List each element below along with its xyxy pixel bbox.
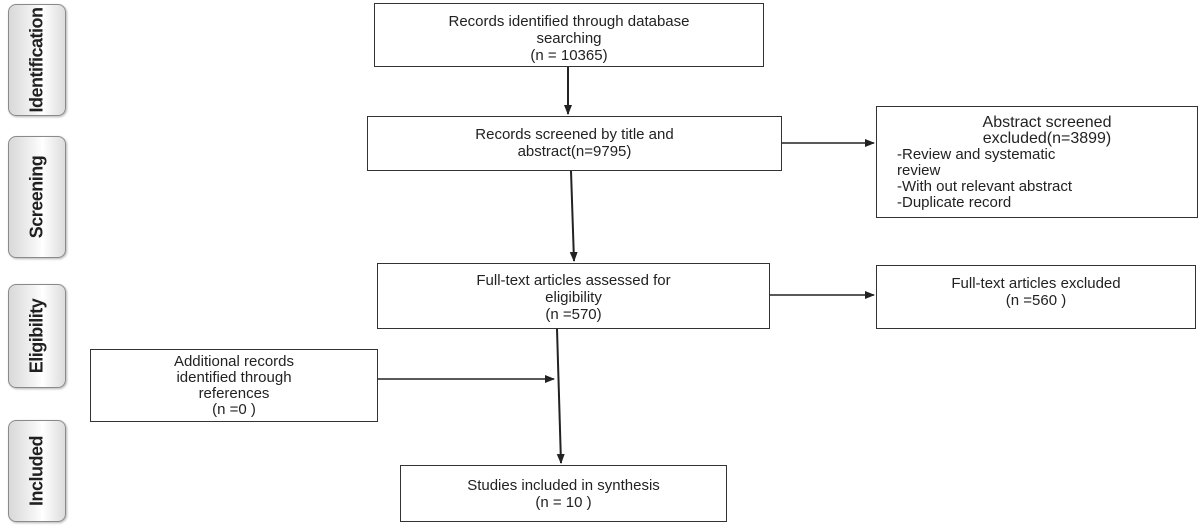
box-fulltext-assessed: Full-text articles assessed for eligibil…	[377, 263, 770, 329]
included-line-1: Studies included in synthesis	[467, 477, 660, 494]
identified-line-2: searching	[536, 30, 602, 47]
additional-line-2: identified through	[176, 369, 292, 386]
abstract-excluded-item-3: -With out relevant abstract	[897, 178, 1073, 195]
box-abstract-excluded: Abstract screened excluded(n=3899) -Revi…	[876, 106, 1198, 218]
stage-screening: Screening	[8, 136, 66, 258]
additional-line-3: references	[198, 385, 270, 402]
screened-line-2: abstract(n=9795)	[517, 143, 632, 160]
box-records-screened: Records screened by title and abstract(n…	[367, 116, 782, 171]
box-studies-included: Studies included in synthesis (n = 10 )	[400, 465, 727, 522]
arrow-screened-to-fulltext	[569, 170, 578, 262]
fulltext-assessed-line-3: (n =570)	[545, 306, 602, 323]
fulltext-assessed-line-1: Full-text articles assessed for	[476, 272, 671, 289]
additional-line-1: Additional records	[173, 353, 295, 370]
abstract-excluded-title-1: Abstract screened	[982, 114, 1112, 131]
abstract-excluded-item-4: -Duplicate record	[897, 194, 1012, 211]
fulltext-excluded-line-1: Full-text articles excluded	[951, 275, 1121, 292]
box-fulltext-excluded: Full-text articles excluded (n =560 )	[876, 265, 1196, 329]
included-line-2: (n = 10 )	[535, 494, 592, 511]
additional-line-4: (n =0 )	[212, 401, 256, 418]
identified-line-1: Records identified through database	[448, 13, 690, 30]
abstract-excluded-title-2: excluded(n=3899)	[982, 130, 1112, 147]
stage-included: Included	[8, 420, 66, 522]
arrow-fulltext-to-included	[556, 328, 565, 464]
stage-eligibility: Eligibility	[8, 284, 66, 388]
identified-line-3: (n = 10365)	[530, 47, 608, 64]
abstract-excluded-item-2: review	[897, 162, 941, 179]
fulltext-assessed-line-2: eligibility	[545, 289, 602, 306]
fulltext-excluded-line-2: (n =560 )	[1005, 292, 1067, 309]
box-records-identified: Records identified through database sear…	[374, 3, 764, 67]
screened-line-1: Records screened by title and	[475, 126, 674, 143]
stage-identification: Identification	[8, 4, 66, 116]
box-additional-records: Additional records identified through re…	[90, 349, 378, 422]
abstract-excluded-item-1: -Review and systematic	[897, 146, 1056, 163]
